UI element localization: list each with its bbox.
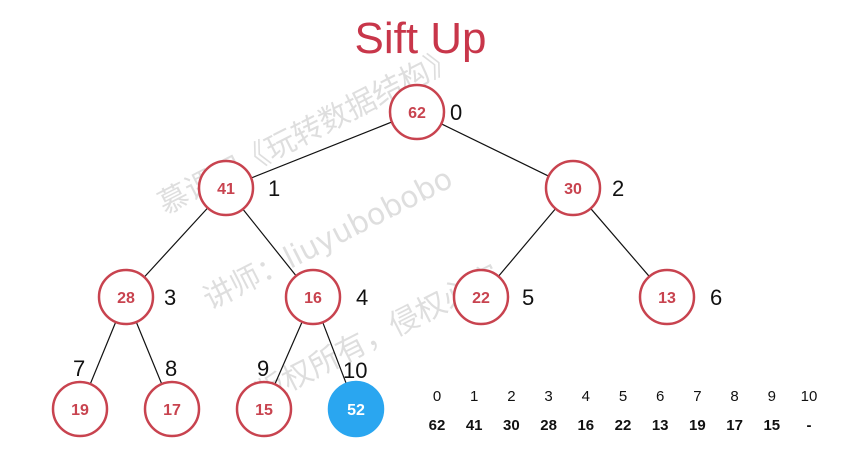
array-value-0: 62: [429, 417, 446, 434]
array-index-0: 0: [433, 388, 441, 405]
array-value-1: 41: [466, 417, 483, 434]
node-index-label: 7: [73, 356, 85, 381]
array-value-6: 13: [652, 417, 669, 434]
tree-node-3: 28 3: [97, 268, 176, 326]
node-index-label: 10: [343, 358, 367, 383]
diagram-title: Sift Up: [354, 14, 487, 63]
array-index-2: 2: [507, 388, 515, 405]
array-index-3: 3: [544, 388, 552, 405]
node-circle: [97, 268, 155, 326]
node-circle: [143, 380, 201, 438]
tree-node-9: 15 9: [235, 356, 293, 438]
edge-2-5: [497, 208, 557, 277]
array-value-8: 17: [726, 417, 743, 434]
tree-node-1: 41 1: [197, 159, 280, 217]
array-value-2: 30: [503, 417, 520, 434]
array-index-6: 6: [656, 388, 664, 405]
array-index-10: 10: [801, 388, 818, 405]
tree-edges: [89, 121, 650, 385]
edge-3-8: [135, 321, 163, 385]
edge-1-3: [143, 207, 209, 278]
tree-node-8: 17 8: [143, 356, 201, 438]
node-index-label: 9: [257, 356, 269, 381]
node-index-label: 4: [356, 285, 368, 310]
node-value: 62: [408, 105, 426, 122]
node-circle: [284, 268, 342, 326]
array-index-8: 8: [730, 388, 738, 405]
array-index-4: 4: [582, 388, 590, 405]
edge-4-10: [322, 321, 347, 385]
node-circle: [235, 380, 293, 438]
node-value: 17: [163, 402, 181, 419]
edge-2-6: [590, 208, 650, 277]
edge-1-4: [242, 208, 297, 277]
node-circle: [51, 380, 109, 438]
array-index-9: 9: [768, 388, 776, 405]
tree-node-4: 16 4: [284, 268, 368, 326]
array-value-4: 16: [577, 417, 594, 434]
node-value: 22: [472, 290, 490, 307]
tree-node-6: 13 6: [638, 268, 722, 326]
tree-node-5: 22 5: [452, 268, 534, 326]
node-index-label: 1: [268, 176, 280, 201]
edge-4-9: [274, 321, 303, 385]
tree-node-7: 19 7: [51, 356, 109, 438]
node-value: 15: [255, 402, 273, 419]
array-value-9: 15: [763, 417, 780, 434]
node-value: 52: [347, 402, 365, 419]
edge-0-2: [441, 123, 549, 177]
node-value: 16: [304, 290, 322, 307]
node-circle: [197, 159, 255, 217]
array-index-5: 5: [619, 388, 627, 405]
node-value: 30: [564, 181, 582, 198]
array-representation: 0 1 2 3 4 5 6 7 8 9 10 62 41 30 28 16 22 13 19 17 15 -: [429, 388, 818, 434]
node-circle: [544, 159, 602, 217]
array-index-7: 7: [693, 388, 701, 405]
array-index-1: 1: [470, 388, 478, 405]
node-circle: [327, 380, 385, 438]
node-value: 28: [117, 290, 135, 307]
node-value: 19: [71, 402, 89, 419]
node-index-label: 0: [450, 100, 462, 125]
node-circle: [452, 268, 510, 326]
array-value-3: 28: [540, 417, 557, 434]
tree-node-10: 52 10: [327, 358, 385, 438]
array-value-5: 22: [615, 417, 632, 434]
node-circle: [388, 83, 446, 141]
node-index-label: 5: [522, 285, 534, 310]
node-index-label: 8: [165, 356, 177, 381]
node-index-label: 2: [612, 176, 624, 201]
node-index-label: 3: [164, 285, 176, 310]
array-value-10: -: [807, 417, 812, 434]
node-circle: [638, 268, 696, 326]
edge-0-1: [250, 121, 393, 179]
tree-node-0: 62 0: [388, 83, 462, 141]
array-value-7: 19: [689, 417, 706, 434]
node-index-label: 6: [710, 285, 722, 310]
edge-3-7: [89, 321, 117, 385]
node-value: 13: [658, 290, 676, 307]
tree-node-2: 30 2: [544, 159, 624, 217]
node-value: 41: [217, 181, 235, 198]
